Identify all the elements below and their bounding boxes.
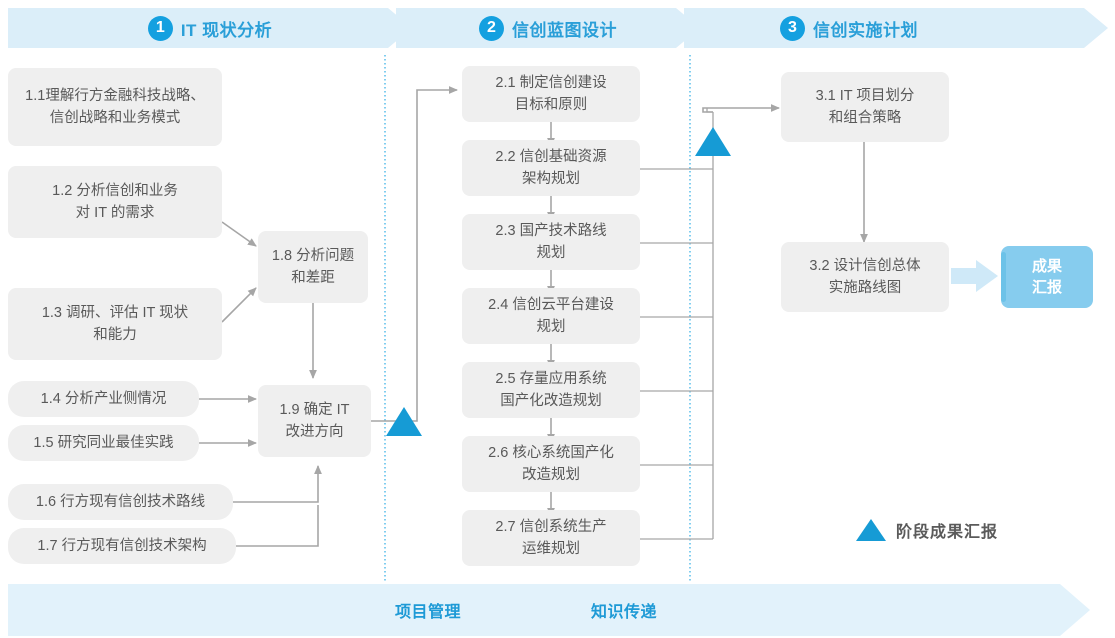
phase-number-2: 2 [479,15,504,41]
phase-title-3: 信创实施计划 [813,20,918,40]
phase-title-1: IT 现状分析 [180,20,273,40]
milestone-triangle-phase1 [386,407,422,436]
phase-header-1: 1 IT 现状分析 [8,8,412,48]
phase-title-2: 信创蓝图设计 [512,20,617,40]
process-box-1-4[interactable]: 1.4 分析产业侧情况 [8,381,199,417]
milestone-triangle-phase2 [695,127,731,156]
process-box-1-8[interactable]: 1.8 分析问题和差距 [258,231,368,303]
connector-1.3-to-1.8 [221,287,257,323]
result-label: 成果汇报 [1031,258,1062,296]
phase-number-3: 3 [780,15,805,41]
process-box-3-1[interactable]: 3.1 IT 项目划分和组合策略 [781,72,949,142]
phase-number-1: 1 [147,15,173,41]
process-box-2-2[interactable]: 2.2 信创基础资源架构规划 [462,140,640,196]
bottom-label-knowledge-transfer: 知识传递 [591,604,658,621]
connector-1.7-to-1.9 [236,505,319,547]
process-box-1-6[interactable]: 1.6 行方现有信创技术路线 [8,484,233,520]
connector-bus-to-3.1 [702,104,780,113]
triangle-up-icon [856,519,886,541]
result-accent-bar [1001,252,1006,302]
connector-phase1-to-2.1 [371,86,458,422]
process-box-2-1[interactable]: 2.1 制定信创建设目标和原则 [462,66,640,122]
connector-3.2-to-result [951,260,998,292]
process-box-1-3[interactable]: 1.3 调研、评估 IT 现状和能力 [8,288,222,360]
process-box-1-5[interactable]: 1.5 研究同业最佳实践 [8,425,199,461]
legend-label: 阶段成果汇报 [896,524,999,541]
process-box-2-7[interactable]: 2.7 信创系统生产运维规划 [462,510,640,566]
phase-header-2: 2 信创蓝图设计 [396,8,700,48]
process-box-2-3[interactable]: 2.3 国产技术路线规划 [462,214,640,270]
process-box-2-5[interactable]: 2.5 存量应用系统国产化改造规划 [462,362,640,418]
result-summary-box[interactable]: 成果汇报 [1001,246,1093,308]
phase-header-3: 3 信创实施计划 [684,8,1014,48]
bottom-label-project-management: 项目管理 [395,604,462,621]
legend-milestone: 阶段成果汇报 [856,518,998,542]
process-box-2-6[interactable]: 2.6 核心系统国产化改造规划 [462,436,640,492]
process-box-1-1[interactable]: 1.1理解行方金融科技战略、信创战略和业务模式 [8,68,222,146]
connector-1.2-to-1.8 [221,221,257,247]
process-box-3-2[interactable]: 3.2 设计信创总体实施路线图 [781,242,949,312]
process-box-1-7[interactable]: 1.7 行方现有信创技术架构 [8,528,236,564]
bottom-band [8,584,1090,636]
process-box-1-2[interactable]: 1.2 分析信创和业务对 IT 的需求 [8,166,222,238]
connector-1.6-to-1.9 [233,465,322,503]
process-box-2-4[interactable]: 2.4 信创云平台建设规划 [462,288,640,344]
